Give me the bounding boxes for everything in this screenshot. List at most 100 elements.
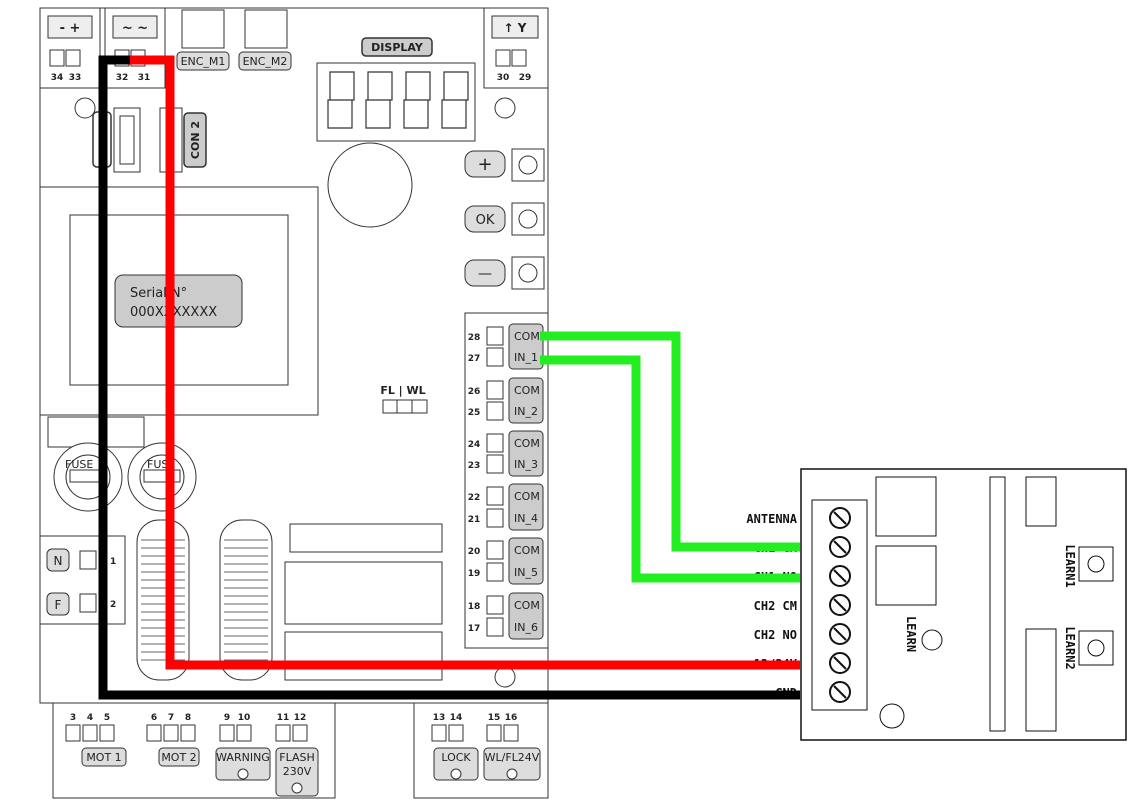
button-ok[interactable]: OK: [464, 202, 545, 236]
input-label: COM: [514, 599, 540, 612]
enc-m1-label: ENC_M1: [181, 55, 226, 68]
wire-power-12-24v: [130, 55, 800, 670]
terminal-group-label: WARNING: [216, 751, 270, 764]
con2-label: CON 2: [189, 121, 202, 159]
input-label-plate: [508, 430, 544, 477]
con2-connector: CON 2: [183, 112, 207, 168]
receiver-terminal-ch2-cm: CH2 CM: [754, 594, 851, 616]
terminal-group-label-plate: [158, 747, 200, 767]
input-label-plate: [508, 592, 544, 640]
input-label-plate: [508, 323, 544, 370]
receiver-terminal-antenna: ANTENNA: [746, 507, 851, 529]
display: DISPLAY: [316, 37, 476, 142]
terminal-number: 15: [488, 713, 501, 723]
terminal-number: 30: [497, 73, 510, 83]
terminal-number: 34: [51, 73, 64, 83]
terminal-number: 4: [87, 713, 93, 723]
encoder-connectors: ENC_M1 ENC_M2: [176, 9, 292, 71]
button-ok-label: OK: [476, 213, 495, 228]
input-label: COM: [514, 330, 540, 343]
terminal-number: 8: [185, 713, 191, 723]
terminal-group-label: MOT 2: [161, 751, 196, 764]
fuse-2: FUSE: [127, 442, 197, 512]
mounting-hole: [494, 666, 516, 688]
terminal-group-sublabel: 230V: [283, 765, 312, 778]
terminal-number: 27: [468, 354, 481, 364]
button-minus[interactable]: —: [464, 256, 545, 290]
input-terminal-19: 19 IN_5: [468, 562, 538, 582]
terminal-number: 12: [294, 713, 307, 723]
display-label: DISPLAY: [371, 41, 424, 54]
relay: [289, 523, 443, 553]
enc-m2-label: ENC_M2: [243, 55, 288, 68]
input-terminal-27: 27 IN_1: [468, 347, 538, 367]
learn2-label: LEARN2: [1063, 626, 1077, 669]
input-label: IN_1: [514, 351, 538, 364]
lamp-icon: [237, 768, 249, 780]
terminal-number: 2: [110, 600, 116, 610]
input-label: IN_5: [514, 566, 538, 579]
terminal-number: 11: [277, 713, 290, 723]
lamp-icon: [291, 782, 303, 794]
input-terminal-23: 23 IN_3: [468, 454, 538, 474]
input-terminal-28: 28 COM: [468, 323, 544, 370]
mounting-hole: [494, 97, 516, 119]
terminal-number: 26: [468, 387, 481, 397]
terminal-group-label-plate: [275, 747, 319, 797]
learn1-label: LEARN1: [1063, 544, 1077, 587]
terminal-number: 16: [505, 713, 518, 723]
terminal-number: 31: [138, 73, 151, 83]
terminal-number: 19: [468, 569, 481, 579]
receiver-terminal-label: ANTENNA: [746, 512, 797, 526]
input-terminal-18: 18 COM: [468, 592, 544, 640]
button-plus-label: +: [477, 154, 492, 175]
antenna-symbol: ↑ Y: [504, 21, 527, 35]
serial-line1: Serial N°: [130, 286, 187, 301]
input-label: IN_3: [514, 458, 538, 471]
terminal-group-label: MOT 1: [86, 751, 121, 764]
terminal-group-label: FLASH: [279, 751, 315, 764]
terminal-number: 28: [468, 333, 481, 343]
terminal-number: 6: [151, 713, 157, 723]
terminal-number: 21: [468, 515, 481, 525]
terminal-block-34-33: - + 34 33: [39, 7, 101, 89]
terminal-group-label-plate: [433, 747, 479, 781]
input-label-plate: [508, 537, 544, 585]
terminal-group-label-plate: [215, 747, 271, 781]
lamp-icon: [506, 768, 518, 780]
button-plus[interactable]: +: [464, 148, 545, 182]
wire-in1-to-ch1-no: [540, 355, 800, 583]
terminal-block-32-31: ~ ~ 32 31: [104, 7, 166, 89]
seven-segment-digits: [327, 71, 469, 129]
receiver-terminal-label: CH2 CM: [754, 599, 797, 613]
terminal-number: 7: [168, 713, 174, 723]
fl-wl-jumper: FL | WL: [380, 384, 428, 414]
coil-2: [219, 519, 273, 681]
wire-ground: [98, 55, 800, 700]
receiver-terminal-ch2-no: CH2 NO: [754, 623, 851, 645]
terminal-block-30-29: ↑ Y 30 29: [483, 7, 549, 89]
terminal-number: 1: [110, 557, 116, 567]
receiver-terminal-label: CH2 NO: [754, 628, 797, 642]
terminal-number: 18: [468, 602, 481, 612]
lamp-icon: [450, 768, 462, 780]
terminal-number: 14: [450, 713, 463, 723]
capacitor: [327, 142, 413, 228]
terminal-group-label: LOCK: [441, 751, 471, 764]
terminal-number: 23: [468, 461, 481, 471]
learn-label: LEARN: [904, 616, 918, 652]
input-label-plate: [508, 377, 544, 424]
terminal-number: 25: [468, 408, 481, 418]
input-label: IN_6: [514, 621, 538, 634]
terminal-number: 20: [468, 547, 481, 557]
terminal-group-label: WL/FL24V: [485, 751, 540, 764]
fuse-1-label: FUSE: [65, 458, 93, 471]
